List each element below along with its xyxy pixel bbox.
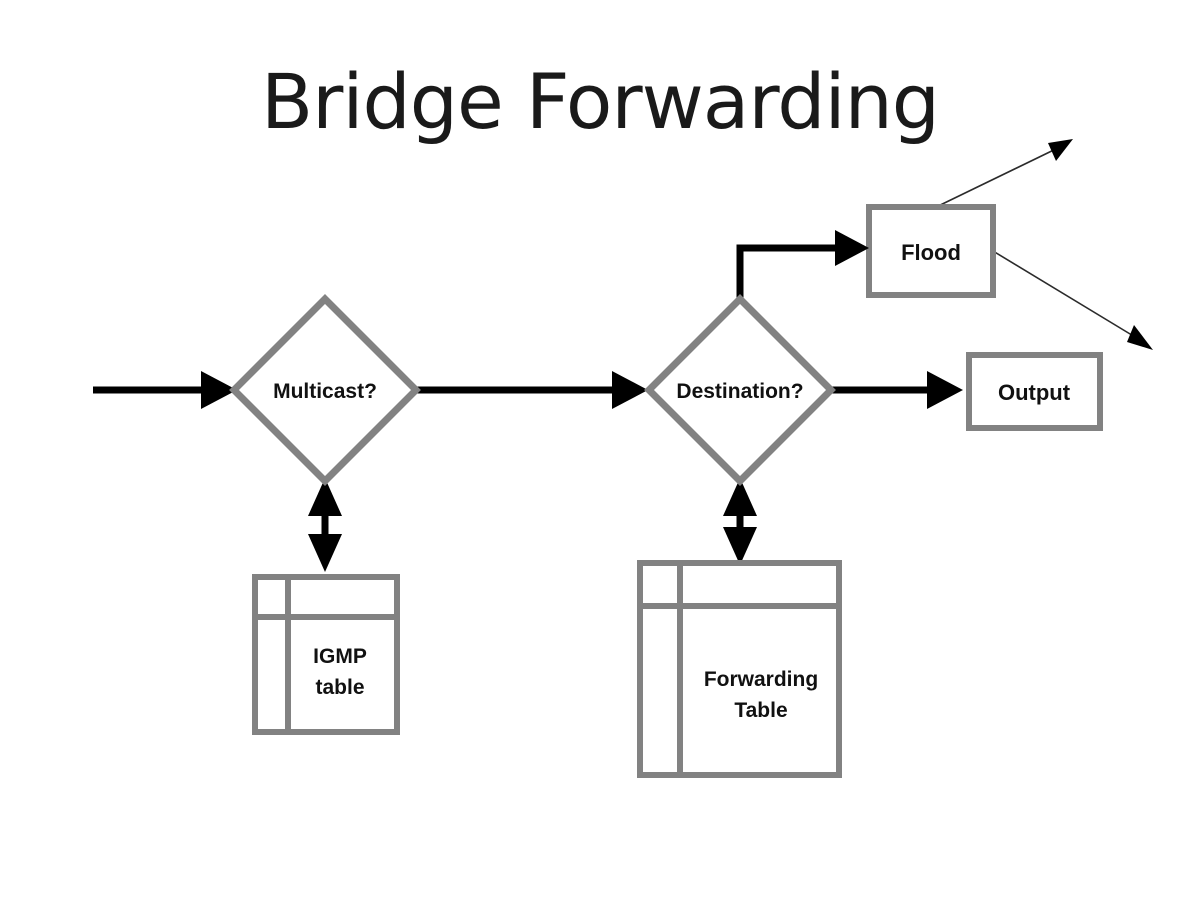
arrowhead-output-in xyxy=(927,371,963,409)
arrowhead-igmp-down xyxy=(308,534,342,572)
arrowhead-igmp-up xyxy=(308,478,342,516)
edge-destination-to-output xyxy=(828,371,963,409)
multicast-label: Multicast? xyxy=(273,380,377,403)
edge-flood-out-upper xyxy=(929,139,1073,211)
arrowhead-upper xyxy=(1048,139,1073,161)
edge-destination-to-forwarding xyxy=(723,478,757,565)
edge-destination-to-flood xyxy=(736,230,869,303)
arrowhead-forwarding-up xyxy=(723,478,757,516)
arrowhead-multicast-out xyxy=(612,371,648,409)
node-igmp-table[interactable]: IGMP table xyxy=(252,574,400,735)
node-destination[interactable]: Destination? xyxy=(644,294,836,486)
igmp-table-label-line2: table xyxy=(315,676,364,699)
multicast-diamond[interactable] xyxy=(229,294,421,486)
output-box[interactable] xyxy=(966,352,1103,431)
edge-multicast-to-igmp xyxy=(308,478,342,572)
igmp-table-label-line1: IGMP xyxy=(313,645,367,668)
arrowhead-lower xyxy=(1127,325,1153,350)
page-title: Bridge Forwarding xyxy=(261,57,939,146)
forwarding-table-label-line2: Table xyxy=(734,699,787,722)
arrowhead-input xyxy=(201,371,237,409)
node-multicast[interactable]: Multicast? xyxy=(229,294,421,486)
arrowhead-forwarding-down xyxy=(723,527,757,565)
flood-label: Flood xyxy=(901,240,961,265)
node-forwarding-table[interactable]: Forwarding Table xyxy=(637,560,842,778)
edge-input-to-multicast xyxy=(93,371,237,409)
flood-box[interactable] xyxy=(866,204,996,298)
output-label: Output xyxy=(998,380,1071,405)
forwarding-table-outline[interactable] xyxy=(637,560,842,778)
node-output[interactable]: Output xyxy=(966,352,1103,431)
destination-diamond[interactable] xyxy=(644,294,836,486)
destination-label: Destination? xyxy=(676,380,803,403)
edge-flood-out-lower xyxy=(987,247,1153,350)
node-flood[interactable]: Flood xyxy=(866,204,996,298)
edge-multicast-to-destination xyxy=(410,371,648,409)
forwarding-table-label-line1: Forwarding xyxy=(704,668,818,691)
igmp-table-outline[interactable] xyxy=(252,574,400,735)
arrowhead-flood-in xyxy=(835,230,869,266)
